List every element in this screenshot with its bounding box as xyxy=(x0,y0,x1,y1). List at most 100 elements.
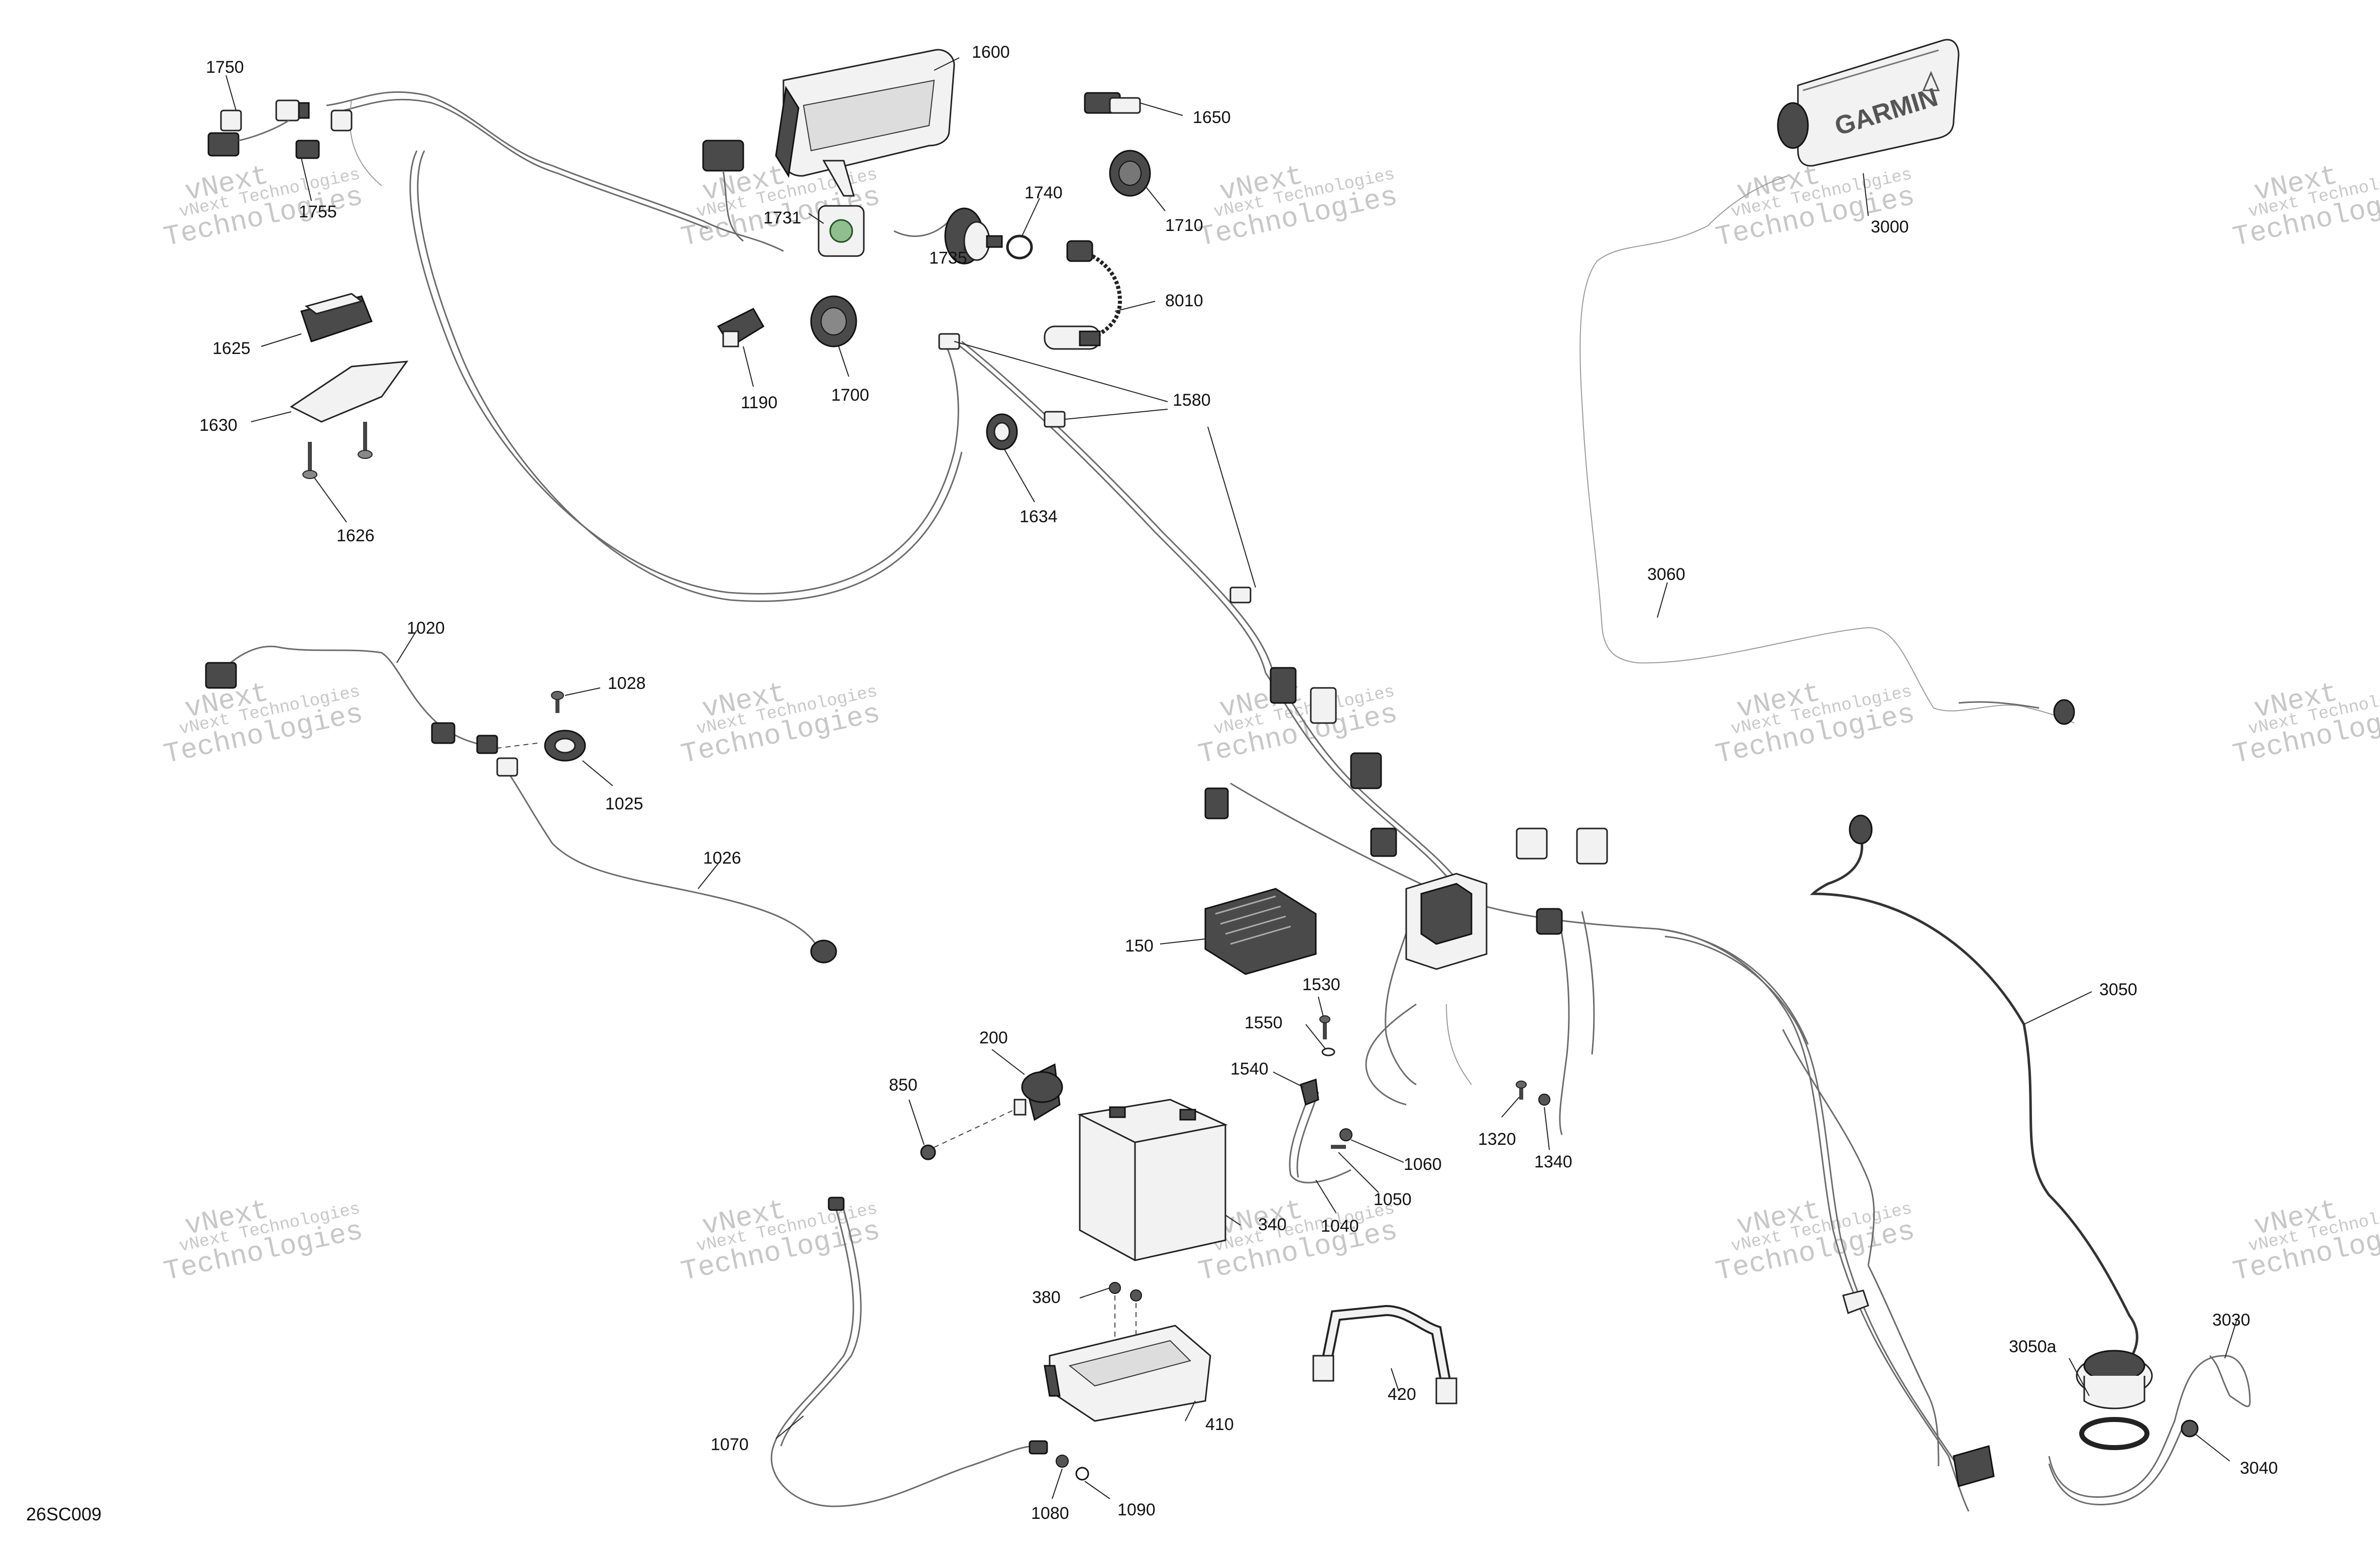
callout-150: 150 xyxy=(1125,936,1154,956)
watermark: vNext Technologies vNext Technologies xyxy=(1196,159,1401,254)
callout-1530: 1530 xyxy=(1302,975,1340,994)
callout-1731: 1731 xyxy=(763,208,802,227)
part-1090-washer xyxy=(1075,1467,1089,1481)
part-1530-bolt xyxy=(1319,1015,1330,1039)
part-1550-washer xyxy=(1321,1047,1335,1056)
part-1070-terminals xyxy=(828,1197,1048,1455)
part-1710-connector xyxy=(1109,150,1151,197)
part-3040-nut xyxy=(2181,1419,2199,1438)
watermark: vNext Technologies vNext Technologies xyxy=(2230,1194,2380,1288)
part-1050-screw xyxy=(1331,1145,1346,1149)
callout-850: 850 xyxy=(889,1076,918,1095)
part-1060-nut xyxy=(1339,1128,1352,1141)
callout-1755: 1755 xyxy=(299,202,337,221)
watermark: vNext Technologies vNext Technologies xyxy=(161,1194,366,1288)
main-harness-lower xyxy=(1230,782,1970,1512)
watermarks: vNext Technologies vNext Technologies vN… xyxy=(161,159,2380,1288)
callout-1540: 1540 xyxy=(1230,1059,1269,1079)
callout-3050: 3050 xyxy=(2099,980,2137,999)
part-1626-screws xyxy=(302,422,373,479)
part-1650-connector xyxy=(1084,92,1141,114)
part-1340-nut xyxy=(1538,1094,1550,1106)
diagram-code: 26SC009 xyxy=(26,1504,101,1524)
callout-3000: 3000 xyxy=(1871,217,1909,236)
callout-1340: 1340 xyxy=(1534,1152,1572,1171)
callout-labels: 1750 1755 1600 1650 1731 1740 1710 1735 … xyxy=(199,43,2278,1523)
callout-380: 380 xyxy=(1032,1288,1061,1307)
part-200-starter-solenoid xyxy=(1013,1063,1063,1121)
callout-1025: 1025 xyxy=(605,794,643,813)
callout-1190: 1190 xyxy=(741,393,777,412)
part-1735-socket xyxy=(944,207,1003,265)
part-410-battery-tray xyxy=(1044,1325,1211,1422)
gps-cable-3060 xyxy=(1579,175,2075,724)
callout-1050: 1050 xyxy=(1374,1190,1412,1209)
callout-3060: 3060 xyxy=(1647,565,1685,584)
callout-8010: 8010 xyxy=(1165,291,1203,310)
cable-1070 xyxy=(770,1200,1035,1507)
cable-3030 xyxy=(2048,1355,2251,1505)
harness-end-connector xyxy=(1842,1289,1995,1487)
callout-1026: 1026 xyxy=(703,849,741,868)
callout-1080: 1080 xyxy=(1031,1504,1069,1523)
part-1320-screw xyxy=(1516,1081,1527,1100)
watermark: vNext Technologies vNext Technologies xyxy=(161,159,366,254)
callout-1070: 1070 xyxy=(711,1435,749,1454)
part-1634-socket xyxy=(986,413,1018,450)
part-1580-clips xyxy=(938,333,1252,604)
part-3050a-gauge xyxy=(2076,1350,2153,1409)
callout-1028: 1028 xyxy=(608,674,646,693)
callout-3030: 3030 xyxy=(2212,1311,2250,1330)
watermark: vNext Technologies vNext Technologies xyxy=(678,676,883,771)
watermark: vNext Technologies vNext Technologies xyxy=(2230,676,2380,771)
cable-1040 xyxy=(1289,1089,1351,1183)
part-1020-connectors xyxy=(205,662,518,777)
part-1731-switch xyxy=(702,140,865,257)
part-1540-terminal xyxy=(1300,1078,1319,1106)
callout-1060: 1060 xyxy=(1404,1155,1442,1174)
watermark: vNext Technologies vNext Technologies xyxy=(1713,676,1918,771)
callout-1580: 1580 xyxy=(1173,391,1211,410)
part-420-strap xyxy=(1312,1304,1457,1404)
part-1190-connector xyxy=(717,308,765,348)
callout-3040: 3040 xyxy=(2240,1459,2278,1478)
callout-1626: 1626 xyxy=(336,526,375,545)
callout-1650: 1650 xyxy=(1193,108,1231,127)
watermark: vNext Technologies vNext Technologies xyxy=(2230,159,2380,254)
callout-340: 340 xyxy=(1258,1215,1287,1234)
callout-410: 410 xyxy=(1205,1415,1234,1434)
fuse-box xyxy=(1405,873,1488,970)
leader-lines xyxy=(225,57,2238,1499)
cable-3050 xyxy=(1809,828,2138,1367)
watermark: vNext Technologies vNext Technologies xyxy=(678,1194,883,1288)
callout-1750: 1750 xyxy=(206,58,244,77)
harness-connectors-center xyxy=(1204,667,2075,935)
callout-200: 200 xyxy=(979,1028,1008,1047)
part-1600-gauge-cluster xyxy=(775,49,955,197)
callout-1600: 1600 xyxy=(972,43,1010,62)
callout-1740: 1740 xyxy=(1025,183,1063,202)
part-150-regulator xyxy=(1204,888,1317,975)
part-1028-screw xyxy=(551,691,564,713)
callout-1550: 1550 xyxy=(1244,1013,1283,1032)
part-8010-coil-cord xyxy=(1044,240,1122,350)
watermark: vNext Technologies vNext Technologies xyxy=(161,676,366,771)
callout-1320: 1320 xyxy=(1478,1130,1516,1149)
callout-1710: 1710 xyxy=(1165,216,1203,235)
watermark: vNext Technologies vNext Technologies xyxy=(1713,1194,1918,1288)
callout-1020: 1020 xyxy=(407,619,445,638)
callout-1630: 1630 xyxy=(199,416,238,435)
part-1700-connector xyxy=(810,295,857,347)
part-1630-bracket xyxy=(290,361,409,423)
part-1080-nut xyxy=(1056,1455,1069,1468)
part-1740-grommet xyxy=(1006,234,1033,260)
part-850-nut xyxy=(920,1109,1015,1160)
part-3050a-o-ring xyxy=(2079,1417,2149,1450)
callout-1090: 1090 xyxy=(1117,1500,1156,1519)
part-1025-sensor xyxy=(497,730,586,762)
callout-1735: 1735 xyxy=(929,249,967,268)
callout-420: 420 xyxy=(1388,1385,1416,1404)
callout-1634: 1634 xyxy=(1019,507,1058,526)
part-1750-connectors xyxy=(207,99,353,159)
